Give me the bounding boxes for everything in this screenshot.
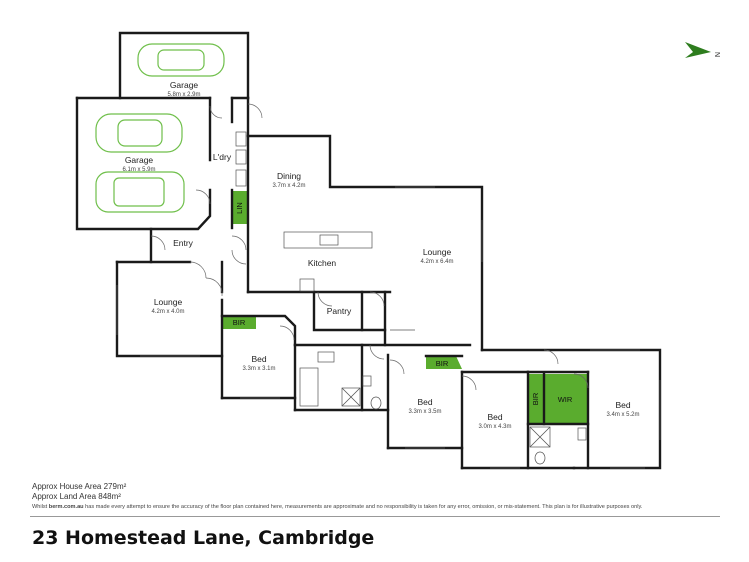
bir-1-fill [222,316,256,329]
room-bir-2-name: BIR [436,359,449,368]
room-lounge-front-name: Lounge [154,297,183,307]
disclaimer-text: has made every attempt to ensure the acc… [83,504,643,510]
room-bed-4-name: Bed [615,400,630,410]
linen-fill [233,191,247,224]
room-bed-4-dim: 3.4m x 5.2m [606,412,639,418]
room-wir-name: WIR [558,395,573,404]
room-bed-3-dim: 3.0m x 4.3m [478,424,511,430]
doors [150,103,589,391]
room-dining-dim: 3.7m x 4.2m [272,183,305,189]
room-bed-3-name: Bed [487,412,502,422]
house-area: Approx House Area 279m² [32,482,127,491]
room-laundry-name: L'dry [213,152,232,162]
property-address: 23 Homestead Lane, Cambridge [32,527,375,549]
room-lounge-main-name: Lounge [423,247,452,257]
disclaimer-prefix: Whilst [32,504,49,510]
room-linen-name: LIN [235,202,244,214]
room-bir-1-name: BIR [233,318,246,327]
wir-fill [544,374,588,424]
room-bir-3-name: BIR [531,392,540,405]
car-icon [95,171,185,213]
fixtures [235,131,587,465]
room-garage-top-name: Garage [170,80,199,90]
north-arrow-icon: N [685,42,720,58]
bir-2-fill [426,356,462,369]
bath-tub [299,367,319,407]
room-garage-top-dim: 5.8m x 2.9m [167,92,200,98]
disclaimer: Whilst berm.com.au has made every attemp… [32,504,642,510]
room-bed-2-name: Bed [417,397,432,407]
room-bed-2-dim: 3.3m x 3.5m [408,409,441,415]
car-icon [137,43,225,77]
room-kitchen-name: Kitchen [308,258,337,268]
room-entry-name: Entry [173,238,194,248]
room-lounge-front-dim: 4.2m x 4.0m [151,309,184,315]
room-bed-1-dim: 3.3m x 3.1m [242,366,275,372]
room-dining-name: Dining [277,171,301,181]
bir-3-fill [528,374,544,424]
room-pantry-name: Pantry [327,306,352,316]
windows [116,186,661,469]
north-label: N [713,52,720,57]
land-area: Approx Land Area 848m² [32,492,121,501]
room-garage-main-name: Garage [125,155,154,165]
floor-plan: Garage 5.8m x 2.9m Garage 6.1m x 5.9m L'… [75,31,662,470]
area-summary: Approx House Area 279m² Approx Land Area… [32,482,126,502]
car-icon [95,113,183,153]
room-bed-1-name: Bed [251,354,266,364]
room-lounge-main-dim: 4.2m x 6.4m [420,259,453,265]
room-garage-main-dim: 6.1m x 5.9m [122,167,155,173]
divider [30,516,720,517]
disclaimer-brand: berm.com.au [48,504,84,510]
